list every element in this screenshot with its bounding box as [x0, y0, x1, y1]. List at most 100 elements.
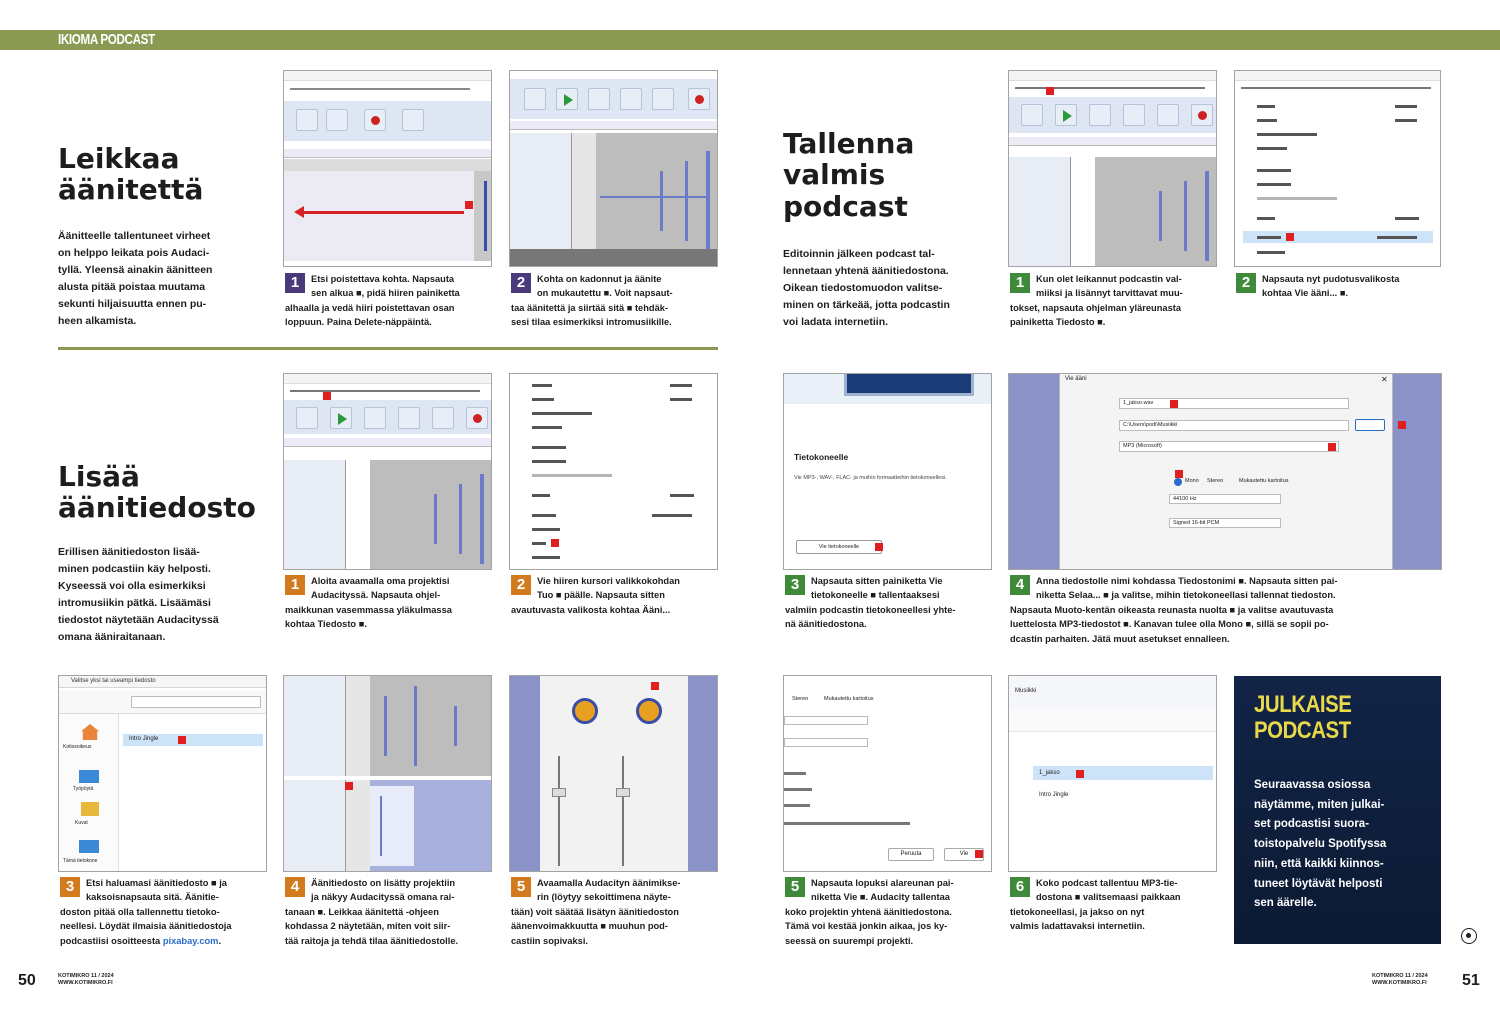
title-line: Leikkaa: [58, 142, 180, 175]
promo-body: Seuraavassa osiossa näytämme, miten julk…: [1254, 778, 1387, 910]
cancel-button[interactable]: Peruuta: [888, 848, 934, 861]
red-marker: [1286, 233, 1294, 241]
screenshot-explorer: Musiikki 1_jakso Intro Jingle: [1008, 675, 1217, 872]
step-caption-1-1: 1 Etsi poistettava kohta. Napsauta sen a…: [285, 273, 460, 328]
screenshot-export-finish: Stereo Mukautettu kartoitus Peruuta Vie: [783, 675, 992, 872]
filename-input[interactable]: 1_jakso.wav: [1119, 398, 1349, 409]
headphones-icon: [636, 698, 662, 724]
red-marker: [323, 392, 331, 400]
close-icon[interactable]: ✕: [1381, 375, 1388, 384]
pixabay-link[interactable]: pixabay.com: [162, 935, 219, 946]
intro-leikkaa: Äänitteelle tallentuneet virheet on help…: [58, 230, 213, 327]
encoding-select[interactable]: Signed 16-bit PCM: [1169, 518, 1281, 528]
step-caption-2-5: 5 Avaamalla Audacityn äänimikse- rin (lö…: [511, 877, 681, 946]
file-item[interactable]: 1_jakso: [1039, 770, 1060, 776]
step-number: 6: [1010, 877, 1030, 897]
red-marker: [178, 736, 186, 744]
screenshot-audacity-file-menu: [283, 373, 492, 570]
file-item[interactable]: Intro Jingle: [129, 736, 159, 742]
section-title-leikkaa: Leikkaa äänitettä: [58, 143, 203, 206]
step-caption-1-2: 2 Kohta on kadonnut ja äänite on mukaute…: [511, 273, 673, 328]
step-number: 1: [1010, 273, 1030, 293]
step-number: 5: [511, 877, 531, 897]
computer-icon: [79, 840, 99, 853]
page-number-right: 51: [1462, 972, 1480, 989]
red-marker: [345, 782, 353, 790]
section-header-bar: [0, 30, 1500, 50]
screenshot-file-menu-export: [1234, 70, 1441, 267]
screenshot-audacity-trimmed: [509, 70, 718, 267]
step-caption-3-2: 2 Napsauta nyt pudotusvalikosta kohtaa V…: [1236, 272, 1441, 301]
step-caption-3-5: 5 Napsauta lopuksi alareunan pai- nikett…: [785, 877, 954, 946]
step-caption-2-4: 4 Äänitiedosto on lisätty projektiin ja …: [285, 877, 459, 946]
step-caption-3-3: 3 Napsauta sitten painiketta Vie tietoko…: [785, 575, 956, 630]
red-marker: [1398, 421, 1406, 429]
step-number: 3: [785, 575, 805, 595]
screenshot-two-tracks: [283, 675, 492, 872]
step-number: 4: [1010, 575, 1030, 595]
screenshot-file-menu-import: [509, 373, 718, 570]
export-heading: Tietokoneelle: [794, 452, 849, 462]
section-title-tallenna: Tallenna valmis podcast: [783, 127, 915, 223]
volume-slider[interactable]: [552, 788, 566, 797]
red-marker: [465, 201, 473, 209]
folder-icon: [81, 802, 99, 816]
title-line: äänitettä: [58, 173, 204, 207]
promo-box: JULKAISE PODCAST Seuraavassa osiossa näy…: [1234, 676, 1441, 944]
step-caption-3-4: 4 Anna tiedostolle nimi kohdassa Tiedost…: [1010, 575, 1338, 644]
explorer-title: Musiikki: [1015, 688, 1037, 694]
section-title-lisaa: Lisää äänitiedosto: [58, 460, 256, 525]
footer-left: KOTIMIKRO 11 / 2024 WWW.KOTIMIKRO.FI: [58, 973, 114, 987]
section-divider: [58, 347, 718, 350]
intro-lisaa: Erillisen äänitiedoston lisää- minen pod…: [58, 546, 219, 643]
headphones-icon: [572, 698, 598, 724]
screenshot-export-dialog: Vie ääni ✕ 1_jakso.wav C:\Users\podi\Mus…: [1008, 373, 1442, 570]
step-number: 2: [511, 575, 531, 595]
mono-radio[interactable]: [1174, 478, 1182, 486]
promo-title: JULKAISE PODCAST: [1254, 691, 1352, 744]
volume-slider[interactable]: [616, 788, 630, 797]
screenshot-audacity-tiedosto: [1008, 70, 1217, 267]
step-3-text: podcastiisi osoitteesta pixabay.com.: [60, 935, 222, 946]
red-marker: [1170, 400, 1178, 408]
step-caption-2-1: 1 Aloita avaamalla oma projektisi Audaci…: [285, 575, 452, 630]
step-caption-2-2: 2 Vie hiiren kursori valikkokohdan Tuo ■…: [511, 575, 680, 615]
step-number: 1: [285, 273, 305, 293]
red-marker: [1046, 87, 1054, 95]
laptop-icon: [844, 374, 974, 396]
footer-right: KOTIMIKRO 11 / 2024 WWW.KOTIMIKRO.FI: [1372, 973, 1428, 987]
export-description: Vie MP3-, WAV-, FLAC- ja muihin formaatt…: [794, 475, 947, 481]
export-button[interactable]: Vie: [944, 848, 984, 861]
file-item[interactable]: Intro Jingle: [1039, 792, 1069, 798]
desktop-icon: [79, 770, 99, 783]
step-number: 3: [60, 877, 80, 897]
red-marker: [1328, 443, 1336, 451]
red-marker: [651, 682, 659, 690]
dialog-title: Valitse yksi tai useampi tiedosto: [71, 678, 156, 684]
step-number: 1: [285, 575, 305, 595]
red-marker: [551, 539, 559, 547]
screenshot-export-to-computer: Tietokoneelle Vie MP3-, WAV-, FLAC- ja m…: [783, 373, 992, 570]
end-mark-icon: [1461, 928, 1477, 944]
section-header-label: IKIOMA PODCAST: [58, 31, 155, 48]
home-icon: [81, 724, 99, 740]
dialog-title: Vie ääni: [1065, 376, 1087, 382]
red-marker: [1175, 470, 1183, 478]
step-number: 2: [1236, 273, 1256, 293]
browse-button[interactable]: [1355, 419, 1385, 431]
format-select[interactable]: MP3 (Microsoft): [1119, 441, 1339, 452]
step-caption-3-6: 6 Koko podcast tallentuu MP3-tie- doston…: [1010, 877, 1181, 932]
export-to-computer-button[interactable]: Vie tietokoneelle: [796, 540, 882, 554]
samplerate-select[interactable]: 44100 Hz: [1169, 494, 1281, 504]
screenshot-mixer: [509, 675, 718, 872]
red-marker: [875, 543, 883, 551]
folder-input[interactable]: C:\Users\podi\Musiikki: [1119, 420, 1349, 431]
step-number: 2: [511, 273, 531, 293]
red-marker: [975, 850, 983, 858]
screenshot-file-dialog: Valitse yksi tai useampi tiedosto Kotios…: [58, 675, 267, 872]
red-marker: [1076, 770, 1084, 778]
step-number: 4: [285, 877, 305, 897]
step-caption-2-3: 3 Etsi haluamasi äänitiedosto ■ ja kakso…: [60, 877, 232, 946]
screenshot-audacity-select: [283, 70, 492, 267]
intro-tallenna: Editoinnin jälkeen podcast tal- lennetaa…: [783, 248, 950, 328]
